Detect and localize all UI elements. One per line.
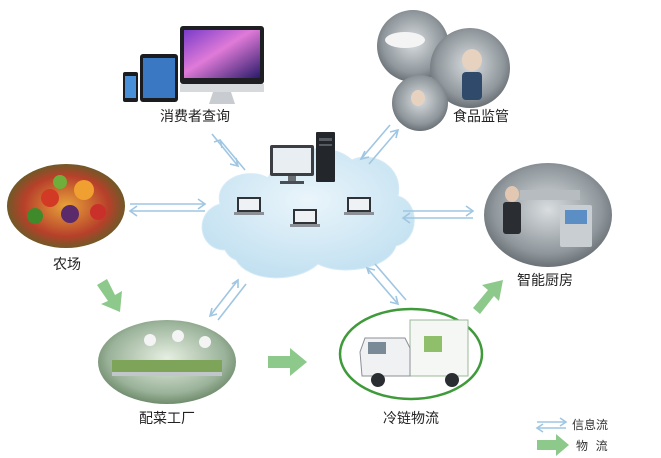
label-consumer-query: 消费者查询 xyxy=(160,109,230,125)
label-smart-kitchen: 智能厨房 xyxy=(517,273,573,289)
laptop-icon-right xyxy=(344,197,374,215)
laptop-icon-left xyxy=(234,197,264,215)
vegetable-factory-image xyxy=(98,320,236,404)
label-food-supervision: 食品监管 xyxy=(453,108,509,125)
legend-logistics-label: 物 流 xyxy=(576,439,608,453)
farm-vegetables-image xyxy=(7,164,125,248)
logistics-arrow-farm-factory xyxy=(97,279,122,312)
legend-info-flow-symbol xyxy=(535,417,568,433)
legend-logistics-symbol xyxy=(537,434,569,456)
info-arrow-coldchain-cloud xyxy=(365,263,407,306)
info-arrow-consumer-cloud xyxy=(211,133,246,171)
info-arrow-kitchen-cloud xyxy=(401,205,475,224)
label-farm: 农场 xyxy=(53,257,81,273)
legend-info-flow-label: 信息流 xyxy=(572,417,608,432)
cold-chain-truck-image xyxy=(338,307,484,401)
info-arrow-supervision-cloud xyxy=(359,124,400,165)
laptop-icon-center xyxy=(290,209,320,227)
label-vegetable-factory: 配菜工厂 xyxy=(139,411,195,427)
legend: 信息流 物 流 xyxy=(535,417,608,456)
logistics-arrow-factory-coldchain xyxy=(268,348,307,376)
logistics-arrow-coldchain-kitchen xyxy=(473,280,503,314)
info-arrow-factory-cloud xyxy=(208,278,247,321)
food-supervision-image xyxy=(377,10,510,131)
logistics-arrows xyxy=(97,279,503,376)
info-flow-arrows xyxy=(128,124,475,321)
consumer-devices-image xyxy=(123,26,264,104)
label-cold-chain: 冷链物流 xyxy=(383,411,439,427)
info-arrow-farm-cloud xyxy=(128,198,207,217)
smart-kitchen-image xyxy=(484,163,612,267)
server-computer-icon xyxy=(270,132,335,184)
